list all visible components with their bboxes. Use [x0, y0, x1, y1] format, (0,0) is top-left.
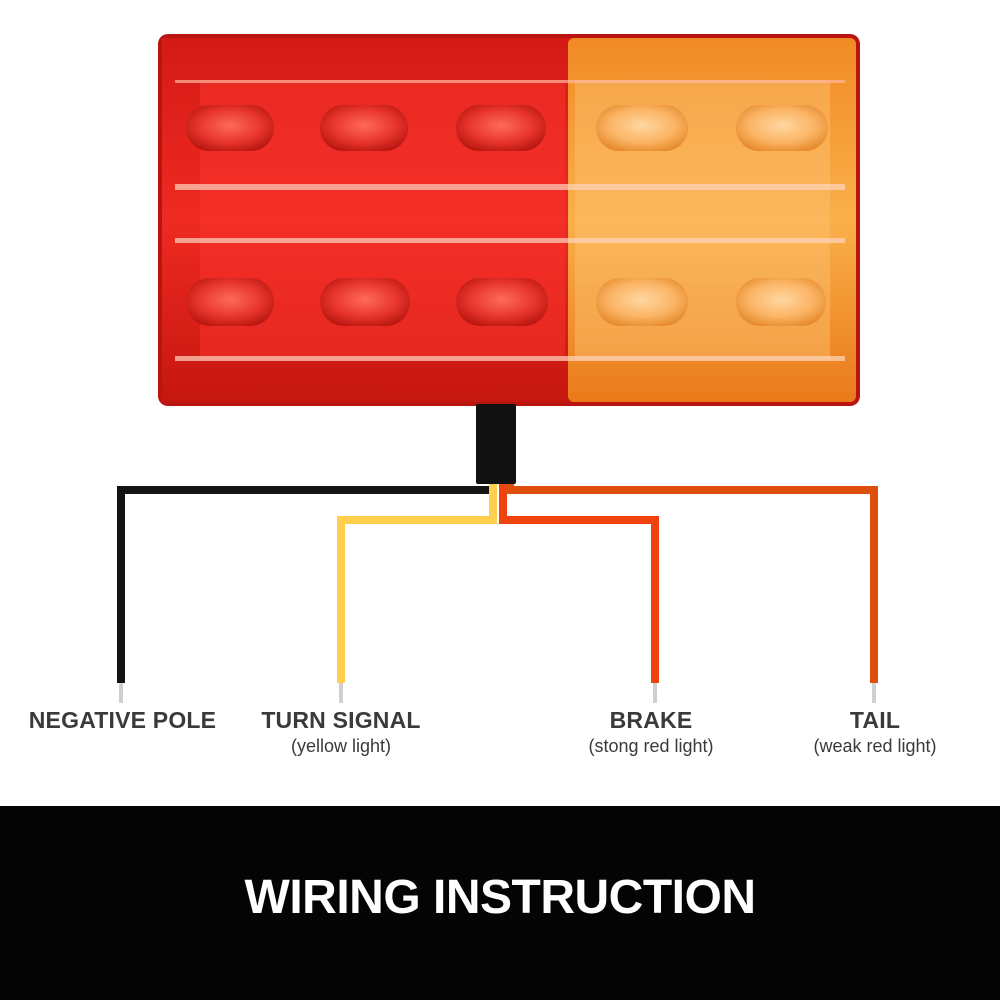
turn-signal-label: TURN SIGNAL (yellow light)	[236, 707, 446, 757]
negative-pole-title: NEGATIVE POLE	[28, 707, 217, 733]
tail-lamp	[158, 34, 860, 406]
brake-subtitle: (stong red light)	[588, 736, 714, 756]
turn-signal-wire	[337, 484, 497, 683]
negative-pole-label: NEGATIVE POLE	[0, 707, 245, 734]
wires	[117, 484, 878, 683]
led-row-top	[186, 105, 828, 151]
led-icon	[596, 278, 688, 326]
footer-band	[0, 806, 1000, 1000]
lens-ribs	[175, 80, 845, 361]
tail-subtitle: (weak red light)	[813, 736, 937, 756]
led-icon	[736, 105, 828, 151]
tail-label: TAIL (weak red light)	[780, 707, 970, 757]
led-icon	[456, 278, 548, 326]
turn-signal-subtitle: (yellow light)	[290, 736, 392, 756]
brake-label: BRAKE (stong red light)	[556, 707, 746, 757]
brake-title: BRAKE	[609, 707, 693, 733]
led-icon	[456, 105, 546, 151]
turn-signal-title: TURN SIGNAL	[261, 707, 421, 733]
cable-sheath	[476, 404, 516, 484]
led-icon	[320, 278, 410, 326]
led-row-bottom	[186, 278, 826, 326]
wire-tips	[119, 683, 876, 703]
led-icon	[596, 105, 688, 151]
negative-wire	[117, 486, 492, 683]
led-icon	[736, 278, 826, 326]
tail-wire	[506, 484, 878, 683]
footer-title: WIRING INSTRUCTION	[244, 871, 756, 924]
led-icon	[186, 278, 274, 326]
led-icon	[320, 105, 408, 151]
led-icon	[186, 105, 274, 151]
tail-title: TAIL	[849, 707, 901, 733]
brake-wire	[499, 484, 659, 683]
